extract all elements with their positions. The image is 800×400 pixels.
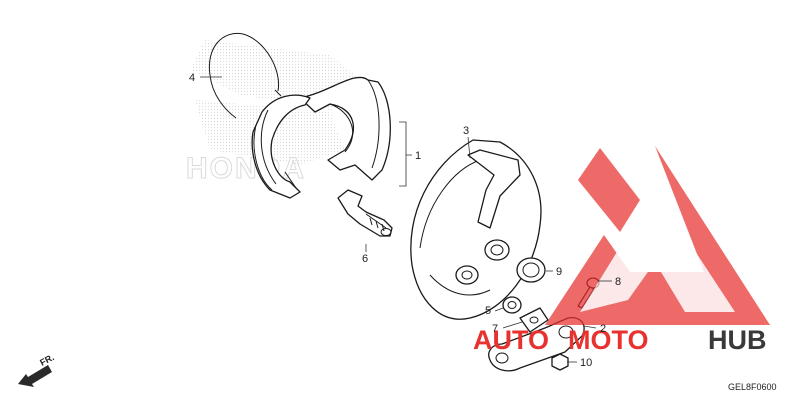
watermark-text-hub: HUB <box>708 325 767 355</box>
callout-3: 3 <box>463 125 469 137</box>
front-arrow-icon <box>18 365 52 387</box>
watermark-text-auto: AUTO <box>473 325 549 355</box>
diagram-code: GEL8F0600 <box>728 382 777 392</box>
watermark-triangle-logo <box>545 146 770 325</box>
callout-10: 10 <box>580 357 592 369</box>
brake-shoe-set-icon <box>251 76 391 199</box>
background-brand-watermark: HONDA <box>186 40 380 186</box>
leader-lines <box>200 76 612 363</box>
leader-3 <box>467 136 471 159</box>
callout-7: 7 <box>492 323 498 335</box>
callout-4: 4 <box>189 72 195 84</box>
front-direction-indicator: FR. <box>18 352 56 387</box>
automotohub-watermark: AUTO MOTO HUB <box>473 146 770 355</box>
brake-cam-icon <box>337 189 393 237</box>
indicator-plate-icon <box>519 307 549 333</box>
callout-5: 5 <box>485 305 491 317</box>
callout-2: 2 <box>600 323 606 335</box>
leader-5 <box>494 307 504 312</box>
seal-icon <box>516 257 546 283</box>
nut-icon <box>551 353 569 371</box>
direction-label: FR. <box>38 352 55 368</box>
callout-8: 8 <box>615 276 621 288</box>
callout-1: 1 <box>415 150 421 162</box>
callout-9: 9 <box>556 266 562 278</box>
bracket-1 <box>399 121 412 187</box>
shoe-spring-icon <box>208 32 282 119</box>
leader-2 <box>583 325 597 329</box>
callout-6: 6 <box>362 253 368 265</box>
washer-icon <box>502 296 522 314</box>
background-brand-text: HONDA <box>186 152 306 185</box>
brake-panel-icon <box>410 139 542 320</box>
watermark-text-moto: MOTO <box>568 325 649 355</box>
callout-labels: 1 2 3 4 5 6 7 8 9 10 <box>189 72 621 369</box>
leader-7 <box>502 321 523 329</box>
